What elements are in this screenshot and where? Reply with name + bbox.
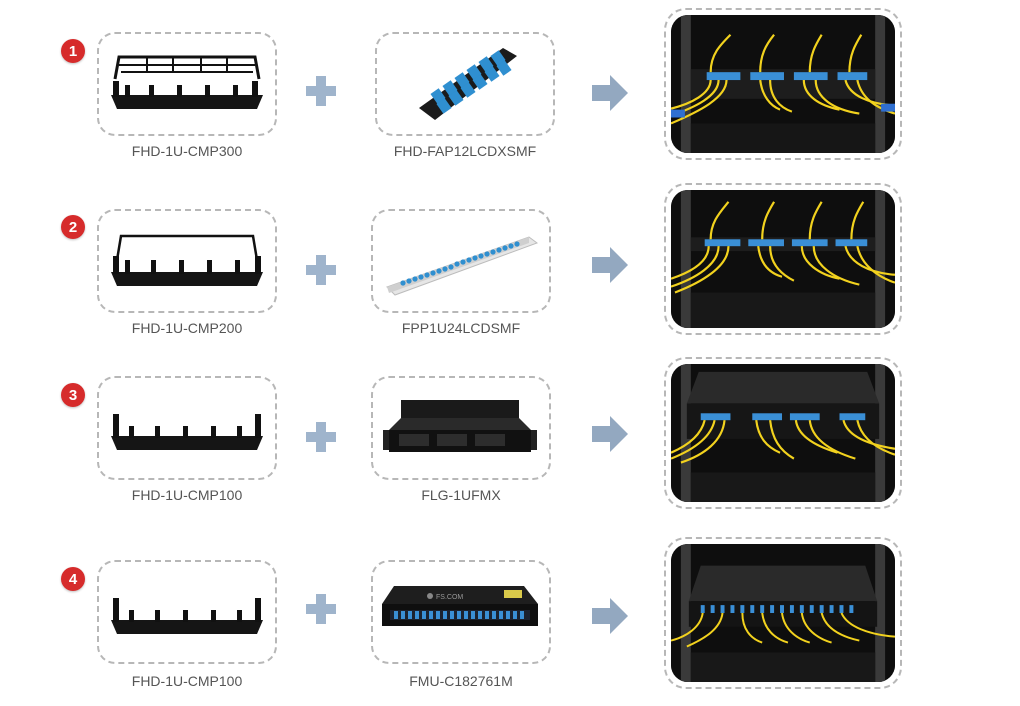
panel-card-4 (97, 560, 277, 664)
cable-management-panel-cmp100-image (111, 598, 263, 634)
product-card-4: FS.COM (371, 560, 551, 664)
cwdm-mux-module-image: FS.COM (382, 586, 538, 626)
cable-management-panel-cmp200-image (111, 234, 263, 286)
fiber-patch-panel-image (386, 236, 539, 296)
product-label-3: FLG-1UFMX (421, 487, 501, 503)
product-card-2 (371, 209, 551, 313)
panel-label-4: FHD-1U-CMP100 (131, 673, 243, 689)
panel-card-2 (97, 209, 277, 313)
rack-install-photo-2 (664, 183, 902, 335)
plus-icon (306, 255, 336, 285)
plus-icon (306, 76, 336, 106)
product-card-3 (371, 376, 551, 480)
panel-label-2: FHD-1U-CMP200 (131, 320, 243, 336)
cable-management-panel-cmp300-image (111, 55, 263, 109)
panel-card-1 (97, 32, 277, 136)
arrow-right-icon (592, 75, 628, 111)
product-label-2: FPP1U24LCDSMF (401, 320, 521, 336)
step-badge-4: 4 (61, 567, 85, 591)
brand-text: FS.COM (436, 594, 463, 601)
fiber-adapter-panel-image (419, 48, 517, 120)
product-card-1 (375, 32, 555, 136)
panel-label-3: FHD-1U-CMP100 (131, 487, 243, 503)
step-badge-2: 2 (61, 215, 85, 239)
plus-icon (306, 594, 336, 624)
arrow-right-icon (592, 598, 628, 634)
rack-install-photo-3 (664, 357, 902, 509)
arrow-right-icon (592, 247, 628, 283)
fiber-enclosure-image (383, 400, 537, 452)
panel-label-1: FHD-1U-CMP300 (131, 143, 243, 159)
cable-management-panel-cmp100-image (111, 414, 263, 450)
rack-install-photo-1 (664, 8, 902, 160)
step-badge-1: 1 (61, 39, 85, 63)
plus-icon (306, 422, 336, 452)
arrow-right-icon (592, 416, 628, 452)
rack-install-photo-4 (664, 537, 902, 689)
product-label-4: FMU-C182761M (409, 673, 513, 689)
panel-card-3 (97, 376, 277, 480)
product-label-1: FHD-FAP12LCDXSMF (393, 143, 537, 159)
step-badge-3: 3 (61, 383, 85, 407)
